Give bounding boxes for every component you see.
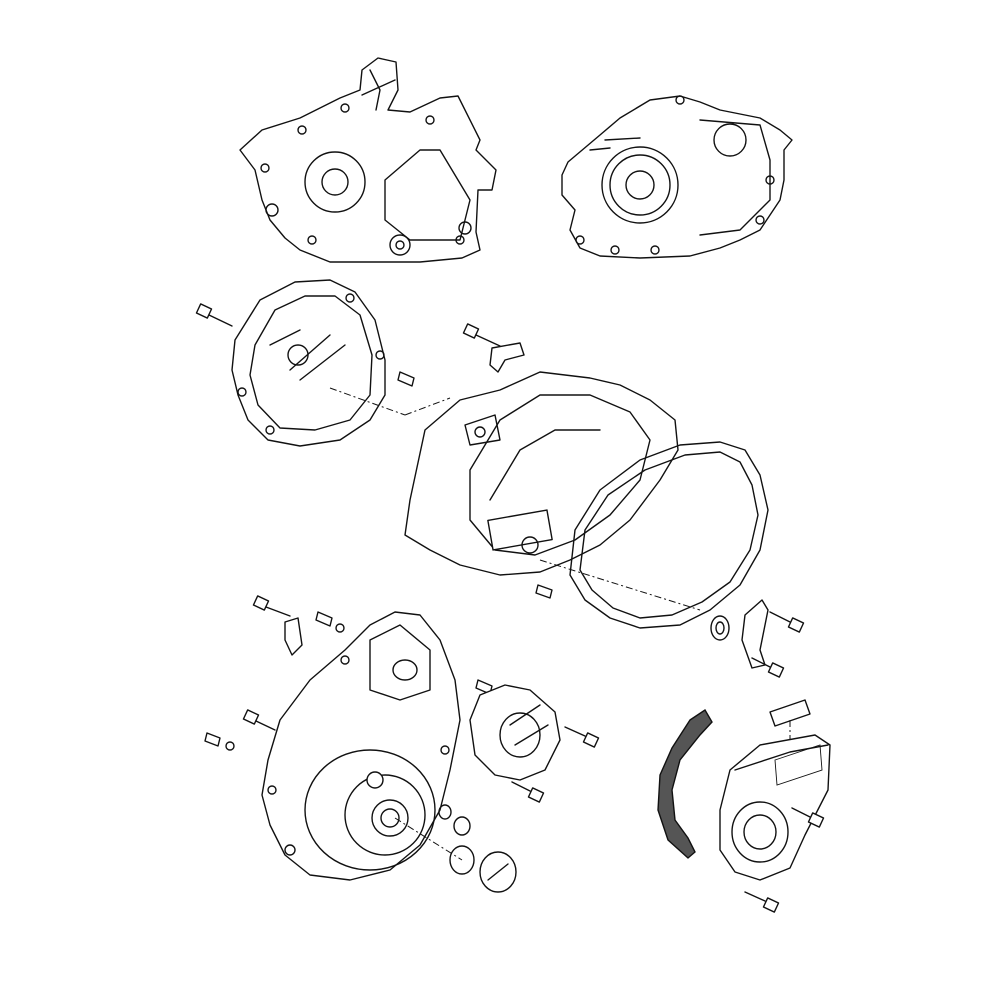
oil-seal xyxy=(710,615,730,641)
crankshaft-end-plug xyxy=(479,851,517,893)
dowel-pin xyxy=(535,584,553,599)
assembly-guide-line xyxy=(404,397,451,416)
bolt xyxy=(462,323,501,347)
dowel-pin xyxy=(204,611,493,747)
plate-bracket xyxy=(741,599,769,669)
assembly-guide-line xyxy=(329,387,406,416)
assembly-guide-line xyxy=(394,817,463,861)
crankcase-right-half xyxy=(561,95,793,259)
bolt xyxy=(242,595,600,803)
bolt xyxy=(744,807,825,913)
center-crankcase-cover xyxy=(404,371,679,576)
crankcase-left-half xyxy=(239,57,497,263)
assembly-guide-line xyxy=(539,559,701,611)
bolt xyxy=(751,611,805,678)
sprocket-cover xyxy=(719,734,831,881)
bracket xyxy=(284,617,303,656)
bracket xyxy=(489,342,525,373)
label-sticker xyxy=(769,699,811,727)
guide-plate xyxy=(657,709,713,859)
gasket xyxy=(569,441,769,629)
outer-cover-left xyxy=(231,279,386,447)
bolt xyxy=(195,303,233,327)
o-ring xyxy=(225,623,475,875)
generator-cover xyxy=(261,611,461,881)
water-pump-cover xyxy=(469,684,561,781)
dowel-pin xyxy=(397,371,415,387)
timing-plug xyxy=(453,816,471,836)
